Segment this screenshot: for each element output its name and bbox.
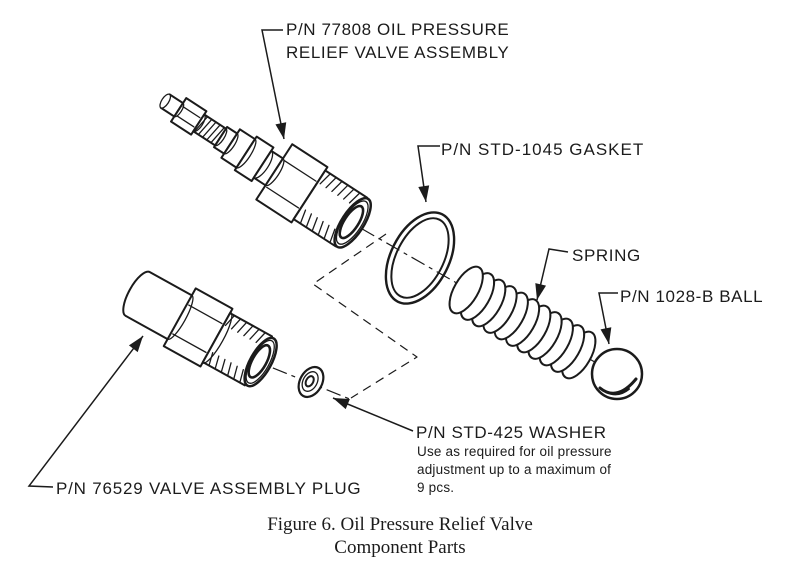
leader-ball xyxy=(598,292,618,345)
label-plug: P/N 76529 VALVE ASSEMBLY PLUG xyxy=(56,479,362,498)
leader-gasket xyxy=(417,145,440,203)
figure-caption-line1: Figure 6. Oil Pressure Relief Valve xyxy=(267,514,533,535)
centerline-lower-axis xyxy=(245,356,353,401)
spring-drawing xyxy=(448,265,597,380)
label-valve-assembly-line1: P/N 77808 OIL PRESSURE xyxy=(286,20,510,39)
washer-note-line2: adjustment up to a maximum of xyxy=(417,462,612,477)
label-valve-assembly: P/N 77808 OIL PRESSURE RELIEF VALVE ASSE… xyxy=(286,18,509,64)
leader-plug xyxy=(27,335,144,488)
leader-valve-assembly xyxy=(261,29,287,140)
assembly-path-dashed-line xyxy=(312,233,418,399)
figure-caption-line2: Component Parts xyxy=(334,537,466,558)
washer-note-line3: 9 pcs. xyxy=(417,480,455,495)
leader-washer xyxy=(332,397,414,432)
relief-valve-assembly-drawing xyxy=(159,93,372,249)
ball-drawing xyxy=(590,347,644,401)
label-gasket: P/N STD-1045 GASKET xyxy=(441,140,645,159)
label-washer: P/N STD-425 WASHER xyxy=(416,423,607,442)
label-ball: P/N 1028-B BALL xyxy=(620,287,764,306)
leader-spring xyxy=(535,248,569,301)
gasket-drawing xyxy=(384,211,456,305)
label-spring: SPRING xyxy=(572,246,641,265)
valve-assembly-plug-drawing xyxy=(122,270,278,388)
label-valve-assembly-line2: RELIEF VALVE ASSEMBLY xyxy=(286,43,510,62)
washer-drawing xyxy=(297,365,325,399)
washer-note-line1: Use as required for oil pressure xyxy=(417,444,612,459)
washer-usage-note: Use as required for oil pressure adjustm… xyxy=(417,443,612,497)
